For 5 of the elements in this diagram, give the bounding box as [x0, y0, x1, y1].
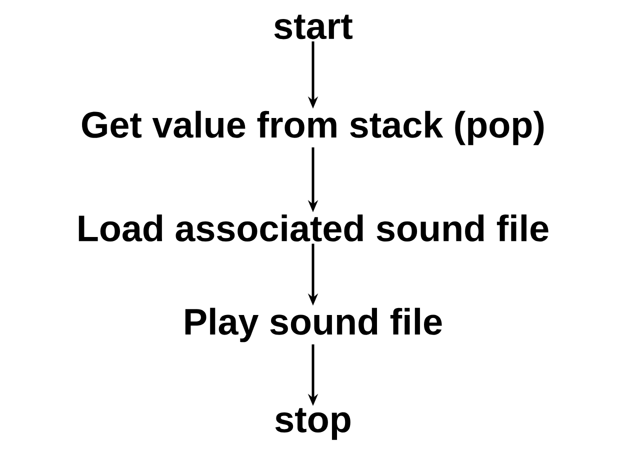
step-text: Get value from stack (pop): [82, 110, 544, 146]
step-text: stop: [275, 408, 350, 440]
step-text: Load associated sound file: [78, 214, 548, 242]
step-text: Play sound file: [185, 308, 442, 342]
step-text: start: [274, 14, 352, 40]
